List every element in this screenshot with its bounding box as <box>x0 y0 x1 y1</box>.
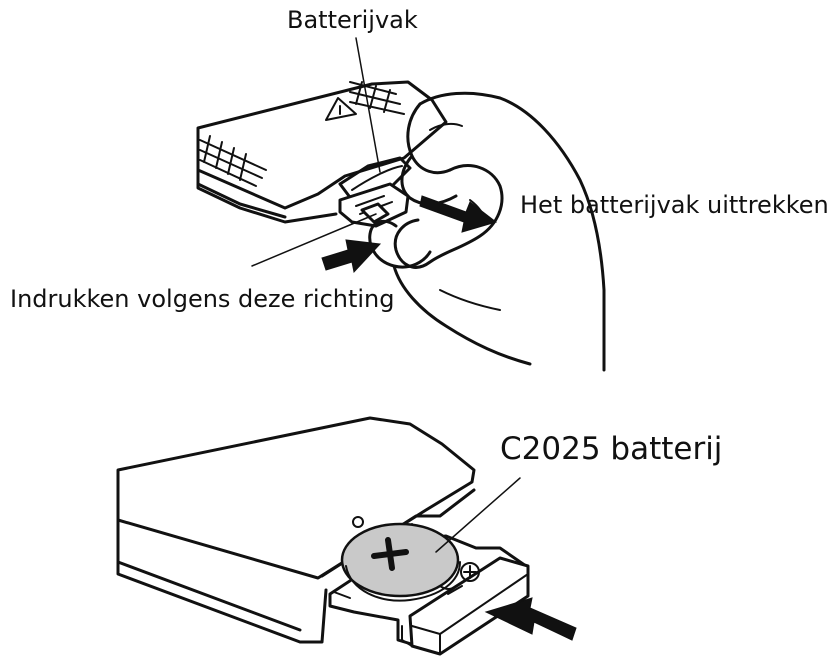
indicator-dot <box>352 516 364 528</box>
remote-control-bottom <box>116 416 530 656</box>
press-arrow <box>321 239 382 274</box>
insert-arrow <box>484 597 577 641</box>
remote-buttons-left <box>199 135 267 187</box>
remote-buttons-right <box>349 81 405 115</box>
leader-lines-top <box>251 37 381 267</box>
press-direction-label: Indrukken volgens deze richting <box>10 285 395 313</box>
pull-arrow <box>419 195 498 233</box>
battery-type-label: C2025 batterij <box>500 431 723 467</box>
coin-battery <box>340 522 461 602</box>
pull-out-label: Het batterijvak uittrekken <box>520 191 829 219</box>
battery-compartment-label: Batterijvak <box>287 6 418 34</box>
warning-triangle-icon <box>325 97 357 121</box>
plus-icon <box>371 537 409 571</box>
remote-control-top <box>196 80 448 228</box>
polarity-plus-icon <box>460 562 480 582</box>
leader-line-bottom <box>435 477 521 553</box>
